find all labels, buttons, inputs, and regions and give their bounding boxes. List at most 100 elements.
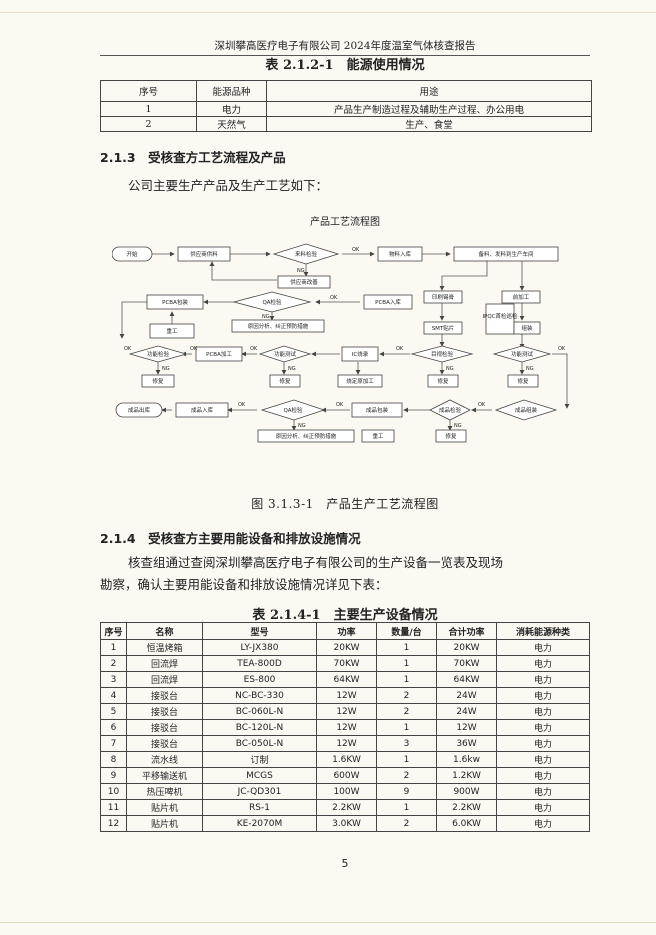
table2-cell: 电力	[496, 687, 590, 704]
table2-cell: KE-2070M	[202, 815, 317, 832]
table2-cell: MCGS	[202, 767, 317, 784]
table2-cell: 64KW	[316, 671, 377, 688]
flow-node: 原因分析、纠正预防措施	[276, 432, 337, 440]
table2-cell: 2	[376, 767, 437, 784]
table1-header-cell: 序号	[100, 80, 197, 102]
flow-node: 重工	[372, 432, 384, 440]
table2-cell: 1	[100, 639, 127, 656]
table2-cell: 900W	[436, 783, 497, 800]
table2-header-cell: 型号	[202, 622, 317, 640]
flow-node: QA检验	[262, 298, 282, 306]
table2-cell: 订制	[202, 751, 317, 768]
flow-node: IPQC首检巡检	[482, 312, 518, 320]
table1-cell: 电力	[196, 101, 267, 117]
flowchart-title: 产品工艺流程图	[310, 217, 380, 228]
ok-label: OK	[336, 402, 344, 408]
table2-caption: 表 2.1.4-1 主要生产设备情况	[252, 608, 438, 623]
ok-label: OK	[396, 346, 404, 352]
table2-header-row: 序号 名称 型号 功率 数量/台 合计功率 消耗能源种类	[100, 622, 590, 640]
ok-label: OK	[190, 346, 198, 352]
table1-cell: 生产、食堂	[266, 116, 592, 132]
flow-node: 组装	[521, 324, 533, 332]
table2-cell: 电力	[496, 767, 590, 784]
table2-cell: 回流焊	[126, 671, 203, 688]
table2-cell: NC-BC-330	[202, 687, 317, 704]
table2-cell: 70KW	[316, 655, 377, 672]
section-heading-213: 2.1.3 受核查方工艺流程及产品	[100, 150, 286, 165]
flow-node: 备料、发料到生产车间	[478, 250, 533, 258]
section214-paragraph-line1: 核查组通过查阅深圳攀高医疗电子有限公司的生产设备一览表及现场	[128, 555, 504, 570]
flow-node: 成品检验	[439, 406, 462, 414]
table2-cell: RS-1	[202, 799, 317, 816]
table2-cell: 电力	[496, 703, 590, 720]
table2-cell: 6	[100, 719, 127, 736]
table2-cell: 电力	[496, 799, 590, 816]
table2-cell: 1.6kw	[436, 751, 497, 768]
table2-cell: 贴片机	[126, 799, 203, 816]
flow-node: 物料入库	[389, 250, 412, 258]
table2-cell: BC-050L-N	[202, 735, 317, 752]
table2-cell: 电力	[496, 783, 590, 800]
page-top-border	[0, 0, 656, 13]
table2-cell: 9	[376, 783, 437, 800]
table2-cell: 恒温烤箱	[126, 639, 203, 656]
flow-node: PCBA包装	[162, 298, 188, 306]
section214-paragraph-line2: 勘察，确认主要用能设备和排放设施情况详见下表：	[100, 577, 388, 592]
ok-label: OK	[352, 247, 360, 253]
table2-cell: 8	[100, 751, 127, 768]
table2-cell: 36W	[436, 735, 497, 752]
flow-node: 前加工	[513, 293, 530, 301]
table2-cell: 11	[100, 799, 127, 816]
flow-node: 修复	[517, 377, 529, 385]
ng-label: NG	[162, 366, 170, 372]
table2-cell: 2.2KW	[436, 799, 497, 816]
figure-caption: 图 3.1.3-1 产品生产工艺流程图	[251, 497, 439, 511]
table1-header-cell: 用途	[266, 80, 592, 102]
table2-cell: 回流焊	[126, 655, 203, 672]
table2-cell: 1	[376, 719, 437, 736]
table2-cell: 电力	[496, 655, 590, 672]
table2-cell: 12W	[316, 687, 377, 704]
table1-header-row: 序号 能源品种 用途	[100, 80, 592, 102]
table2-cell: 平移输送机	[126, 767, 203, 784]
flow-node: 原因分析、纠正预防措施	[248, 322, 309, 330]
table2-cell: 64KW	[436, 671, 497, 688]
ok-label: OK	[478, 402, 486, 408]
flow-node: 修复	[152, 377, 164, 385]
table2-header-cell: 功率	[316, 622, 377, 640]
table2-cell: 12W	[316, 735, 377, 752]
table1-header-cell: 能源品种	[196, 80, 267, 102]
flow-node: 成品包装	[366, 406, 389, 414]
flow-node: 成品组装	[515, 406, 538, 414]
flow-node: 修复	[437, 377, 449, 385]
flow-node: PCBA加工	[206, 350, 232, 358]
ng-label: NG	[298, 423, 306, 429]
table2-cell: 电力	[496, 719, 590, 736]
table2-cell: 电力	[496, 639, 590, 656]
table2-header-cell: 合计功率	[436, 622, 497, 640]
table2-cell: 接驳台	[126, 687, 203, 704]
table2-cell: BC-120L-N	[202, 719, 317, 736]
table2-cell: 2	[376, 703, 437, 720]
table2-cell: 电力	[496, 815, 590, 832]
page-number: 5	[341, 857, 349, 870]
table2-cell: 100W	[316, 783, 377, 800]
table2-cell: 电力	[496, 751, 590, 768]
ng-label: NG	[262, 314, 270, 320]
ok-label: OK	[124, 346, 132, 352]
table2-cell: 接驳台	[126, 719, 203, 736]
table2-cell: JC-QD301	[202, 783, 317, 800]
table2-cell: 2	[100, 655, 127, 672]
table2-header-cell: 数量/台	[376, 622, 437, 640]
table2-cell: 接驳台	[126, 735, 203, 752]
table2-cell: 3.0KW	[316, 815, 377, 832]
table2-cell: 2	[376, 815, 437, 832]
table2-cell: 流水线	[126, 751, 203, 768]
